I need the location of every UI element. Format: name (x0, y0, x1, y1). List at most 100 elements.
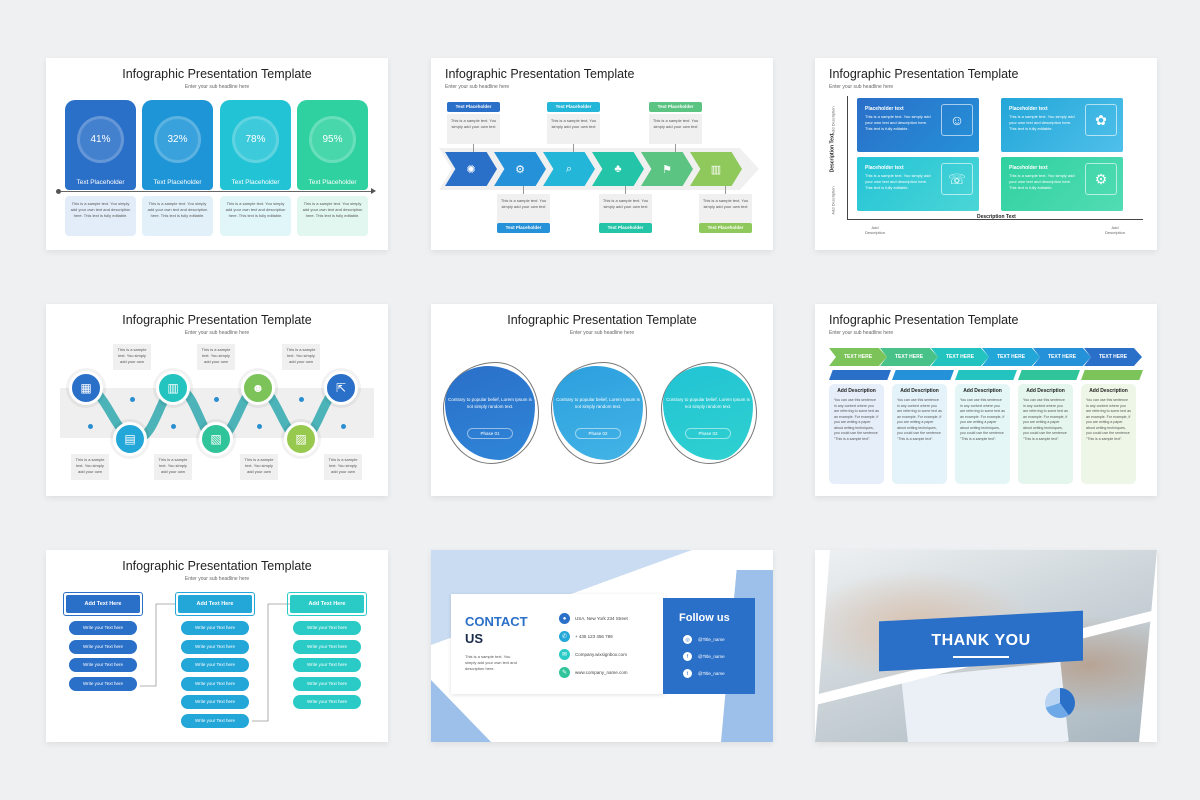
phase-button[interactable]: Phase 02 (575, 428, 621, 439)
slide-blob-phases[interactable]: Infographic Presentation Template Enter … (431, 304, 773, 496)
slide-flow-lists[interactable]: Infographic Presentation Template Enter … (46, 550, 388, 742)
slide-wave-timeline[interactable]: Infographic Presentation Template Enter … (46, 304, 388, 496)
text-here-arrow[interactable]: TEXT HERE (829, 348, 887, 366)
column-heading: Add Description (900, 388, 939, 394)
slide-process-chevrons[interactable]: Infographic Presentation Template Enter … (431, 58, 773, 250)
dot-marker (299, 397, 304, 402)
timeline-line (58, 191, 374, 192)
location-icon: ● (559, 613, 570, 624)
list-item-pill[interactable]: Write your Text here (181, 621, 249, 635)
text-here-arrow[interactable]: TEXT HERE (1084, 348, 1142, 366)
text-here-arrow[interactable]: TEXT HERE (931, 348, 989, 366)
social-twitter[interactable]: @Title_name (698, 671, 725, 676)
social-instagram[interactable]: @Title_name (698, 637, 725, 642)
text-here-arrow[interactable]: TEXT HERE (1033, 348, 1091, 366)
presentation-icon: ⇱ (324, 371, 358, 405)
connector-line (473, 144, 474, 152)
phase-text: Contrary to popular belief, Lorem Ipsum … (556, 397, 640, 409)
quadrant-top-left[interactable]: Placeholder text This is a sample text. … (857, 98, 979, 152)
list-item-pill[interactable]: Write your Text here (181, 676, 249, 691)
list-item-pill[interactable]: Write your Text here (69, 676, 137, 691)
column-heading: Add Description (837, 388, 876, 394)
text-placeholder-tag[interactable]: Text Placeholder (649, 102, 702, 112)
quadrant-bottom-right[interactable]: Placeholder text This is a sample text. … (1001, 157, 1123, 211)
percent-card[interactable]: 95%Text Placeholder (297, 100, 368, 190)
list-item-pill[interactable]: Write your Text here (293, 621, 361, 635)
column-body: You can use this sentence in any context… (960, 398, 1005, 441)
list-item-pill[interactable]: Write your Text here (293, 676, 361, 691)
text-placeholder-tag[interactable]: Text Placeholder (447, 102, 500, 112)
text-here-arrow[interactable]: TEXT HERE (880, 348, 938, 366)
text-here-arrow[interactable]: TEXT HERE (982, 348, 1040, 366)
quadrant-bottom-left[interactable]: Placeholder text This is a sample text. … (857, 157, 979, 211)
placeholder-box: This is a sample text. You simply add yo… (497, 194, 550, 224)
us-heading: US (465, 631, 484, 646)
connector-line (675, 144, 676, 152)
list-item-pill[interactable]: Write your Text here (69, 658, 137, 672)
placeholder-box: This is a sample text. You simply add yo… (547, 114, 600, 144)
slide-thank-you[interactable]: THANK YOU (815, 550, 1157, 742)
social-facebook[interactable]: @Title_name (698, 654, 725, 659)
quadrant-text: This is a sample text. You simply add yo… (865, 173, 931, 190)
percent-ring: 95% (309, 116, 356, 163)
contact-email[interactable]: Company.wixsignbox.com (575, 652, 627, 657)
percent-card[interactable]: 41%Text Placeholder (65, 100, 136, 190)
document-icon: ▤ (113, 422, 147, 456)
list-item-pill[interactable]: Write your Text here (181, 695, 249, 709)
list-item-pill[interactable]: Write your Text here (293, 658, 361, 672)
list-item-pill[interactable]: Write your Text here (69, 639, 137, 654)
text-box: This is a sample text. You simply add yo… (154, 454, 192, 480)
text-box: This is a sample text. You simply add yo… (113, 344, 151, 370)
slide-title: Infographic Presentation Template (122, 67, 312, 81)
column-body: You can use this sentence in any context… (897, 398, 942, 441)
flow-connectors (140, 603, 290, 722)
slide-contact[interactable]: CONTACT US This is a sample text. You si… (431, 550, 773, 742)
list-item-pill[interactable]: Write your Text here (181, 639, 249, 654)
phase-text: Contrary to popular belief, Lorem Ipsum … (666, 397, 750, 409)
slide-subtitle: Enter your sub headline here (184, 84, 250, 90)
placeholder-box: This is a sample text. You simply add yo… (447, 114, 500, 144)
slide-arrow-columns[interactable]: Infographic Presentation Template Enter … (815, 304, 1157, 496)
twitter-icon[interactable]: t (683, 669, 692, 678)
text-placeholder-tag[interactable]: Text Placeholder (547, 102, 600, 112)
column-heading: Add Description (963, 388, 1002, 394)
instagram-icon[interactable]: ◎ (683, 635, 692, 644)
add-text-button[interactable]: Add Text Here (66, 595, 140, 613)
slide-title: Infographic Presentation Template (829, 67, 1019, 81)
facebook-icon[interactable]: f (683, 652, 692, 661)
contact-card (451, 594, 665, 694)
text-placeholder-tag[interactable]: Text Placeholder (599, 223, 652, 233)
list-item-pill[interactable]: Write your Text here (293, 639, 361, 654)
x-add-right-line2: Description (1105, 230, 1126, 235)
contact-address: USA, New York 234 Street (575, 616, 628, 621)
text-placeholder-tag[interactable]: Text Placeholder (699, 223, 752, 233)
add-text-button[interactable]: Add Text Here (290, 595, 364, 613)
list-item-pill[interactable]: Write your Text here (293, 695, 361, 709)
quadrant-top-right[interactable]: Placeholder text This is a sample text. … (1001, 98, 1123, 152)
percent-card[interactable]: 32%Text Placeholder (142, 100, 213, 190)
team-icon: ☺ (941, 104, 973, 136)
connector-line (523, 186, 524, 194)
phase-button[interactable]: Phase 01 (467, 428, 513, 439)
contact-web[interactable]: www.company_name.com (575, 670, 628, 675)
blob-outline (443, 362, 539, 464)
slide-quadrant-matrix[interactable]: Infographic Presentation Template Enter … (815, 58, 1157, 250)
column-bar (829, 370, 891, 380)
list-item-pill[interactable]: Write your Text here (69, 621, 137, 635)
column-body: You can use this sentence in any context… (834, 398, 879, 441)
header-outline (63, 592, 143, 616)
text-placeholder-tag[interactable]: Text Placeholder (497, 223, 550, 233)
list-item-pill[interactable]: Write your Text here (181, 713, 249, 728)
phase-button[interactable]: Phase 03 (685, 428, 731, 439)
add-text-button[interactable]: Add Text Here (178, 595, 252, 613)
x-add-left-line1: Add (871, 225, 879, 230)
percent-card[interactable]: 78%Text Placeholder (220, 100, 291, 190)
list-item-pill[interactable]: Write your Text here (181, 658, 249, 672)
slide-percentage-cards[interactable]: Infographic Presentation Template Enter … (46, 58, 388, 250)
slide-title: Infographic Presentation Template (445, 67, 635, 81)
